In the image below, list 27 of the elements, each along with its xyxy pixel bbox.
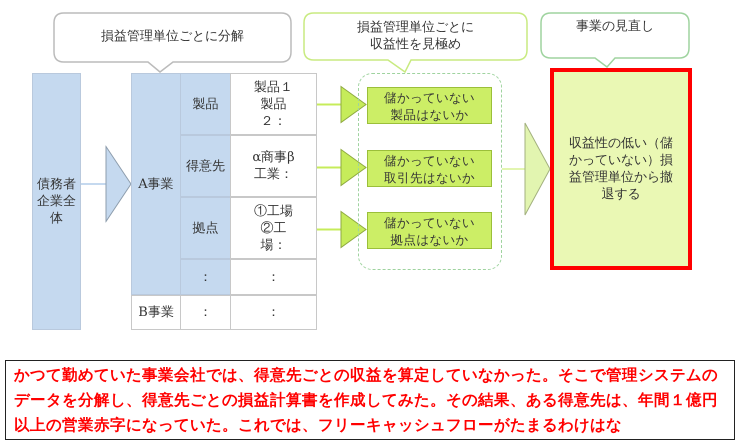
- action-box: 収益性の低い（儲かっていない）損益管理単位から撤退する: [550, 68, 692, 270]
- table-cell: α商事β工業：: [230, 135, 317, 197]
- table-cell: 製品１製品２：: [230, 73, 317, 135]
- category-cell: 債務者企業全体: [32, 73, 81, 330]
- chevron-arrow: [502, 122, 550, 216]
- table-cell: ：: [180, 295, 231, 330]
- dotted-group-box: [358, 73, 502, 270]
- note-text-box: かつて勤めていた事業会社では、得意先ごとの収益を算定していなかった。そこで管理システムのデータを分解し、得意先ごとの損益計算書を作成してみた。その結果、ある得意先は、年間１億円以上の営業赤字になっていた。これでは、フリーキャッシュフローがたまるわけはな: [5, 360, 735, 440]
- table-cell: ：: [230, 295, 317, 330]
- chevron-arrow: [317, 211, 366, 248]
- table-cell: B事業: [131, 295, 181, 330]
- category-cell: A事業: [131, 73, 181, 295]
- check-box: 儲かっていない製品はないか: [367, 87, 492, 124]
- speech-bubble: 損益管理単位ごとに収益性を見極め: [303, 12, 528, 73]
- speech-bubble: 損益管理単位ごとに分解: [53, 12, 292, 73]
- speech-bubble: 事業の見直し: [540, 12, 690, 68]
- category-cell: 製品: [180, 73, 231, 135]
- check-box: 儲かっていない拠点はないか: [367, 212, 492, 249]
- table-cell: ：: [230, 259, 317, 295]
- category-cell: 得意先: [180, 135, 231, 197]
- check-box: 儲かっていない取引先はないか: [367, 150, 492, 187]
- chevron-arrow: [317, 149, 366, 186]
- table-cell: ①工場②工場：: [230, 197, 317, 259]
- chevron-arrow: [81, 146, 132, 222]
- chevron-arrow: [317, 86, 366, 123]
- category-cell: 拠点: [180, 197, 231, 259]
- category-cell: ：: [180, 259, 231, 295]
